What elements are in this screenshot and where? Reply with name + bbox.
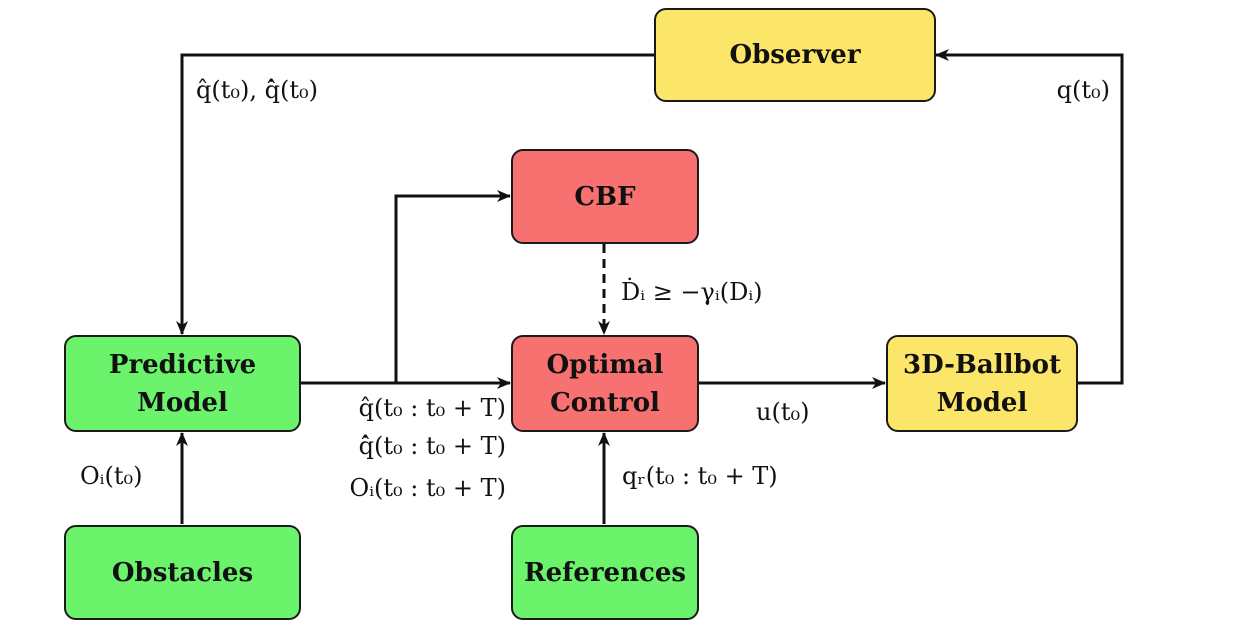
obstacles-label: Obstacles: [111, 557, 254, 588]
predictive-model-label-line2: Model: [137, 387, 228, 418]
reference-input-label: qᵣ(t₀ : t₀ + T): [622, 462, 778, 490]
predicted-state-label: q̂(t₀ : t₀ + T): [358, 394, 506, 422]
arrow-branch-to-cbf: [394, 190, 511, 383]
references-block: References: [511, 525, 699, 620]
cbf-constraint-label: Ḋᵢ ≥ −γᵢ(Dᵢ): [621, 278, 763, 306]
references-label: References: [523, 557, 687, 588]
ballbot-model-label-line1: 3D-Ballbot: [902, 349, 1062, 380]
observer-block: Observer: [654, 8, 936, 102]
cbf-block: CBF: [511, 149, 699, 244]
observer-label: Observer: [729, 40, 861, 70]
optimal-control-label-line1: Optimal: [546, 349, 664, 380]
predicted-velocity-label: q̂̇(t₀ : t₀ + T): [358, 432, 506, 460]
arrow-ballbot-to-observer: [935, 49, 1124, 385]
cbf-label: CBF: [574, 181, 636, 212]
optimal-control-block: Optimal Control: [511, 335, 699, 432]
observer-output-label: q̂(t₀), q̂̇(t₀): [196, 76, 318, 104]
predictive-model-block: Predictive Model: [64, 335, 301, 432]
predicted-obstacles-label: Oᵢ(t₀ : t₀ + T): [349, 474, 506, 502]
arrow-observer-to-predictive-model: [176, 53, 655, 335]
obstacles-block: Obstacles: [64, 525, 301, 620]
ballbot-model-label-line2: Model: [936, 387, 1028, 418]
predictive-model-label-line1: Predictive: [108, 349, 257, 380]
ballbot-model-block: 3D-Ballbot Model: [886, 335, 1078, 432]
control-input-label: u(t₀): [756, 398, 810, 426]
optimal-control-label-line2: Control: [550, 387, 660, 418]
ballbot-state-label: q(t₀): [1056, 76, 1110, 104]
obstacle-input-label: Oᵢ(t₀): [80, 462, 143, 490]
